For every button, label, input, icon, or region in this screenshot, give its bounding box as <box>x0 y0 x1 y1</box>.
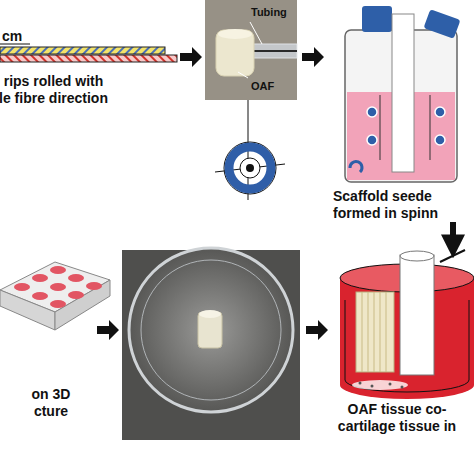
step-caption: rips rolled with le fibre direction <box>0 73 109 107</box>
step-caption: on 3D cture <box>20 386 82 420</box>
oaf-roll <box>216 30 254 76</box>
process-arrow <box>450 222 456 250</box>
photo-panel: TubingOAF <box>205 0 297 100</box>
spinner-flask <box>345 6 460 182</box>
culture-photo <box>122 248 300 440</box>
step-caption: OAF tissue co- cartilage tissue in <box>320 401 474 435</box>
bioreactor <box>340 250 474 399</box>
step-caption: Scaffold seede formed in spinn <box>333 188 473 222</box>
part-label: OAF <box>251 80 274 92</box>
plate-panel: on 3D cture <box>20 250 82 420</box>
red-strip <box>0 55 177 62</box>
yellow-strip <box>0 47 165 54</box>
photo-background <box>205 0 297 100</box>
rolled-scaffold <box>224 142 276 194</box>
spinner-panel: Scaffold seede formed in spinn <box>325 0 474 222</box>
strips-panel: rips rolled with le fibre direction <box>0 45 109 107</box>
well-plate <box>0 262 110 330</box>
bioreactor-panel: OAF tissue co- cartilage tissue in <box>320 250 474 435</box>
part-label: Tubing <box>251 6 287 18</box>
dimension-label: cm <box>2 28 22 44</box>
